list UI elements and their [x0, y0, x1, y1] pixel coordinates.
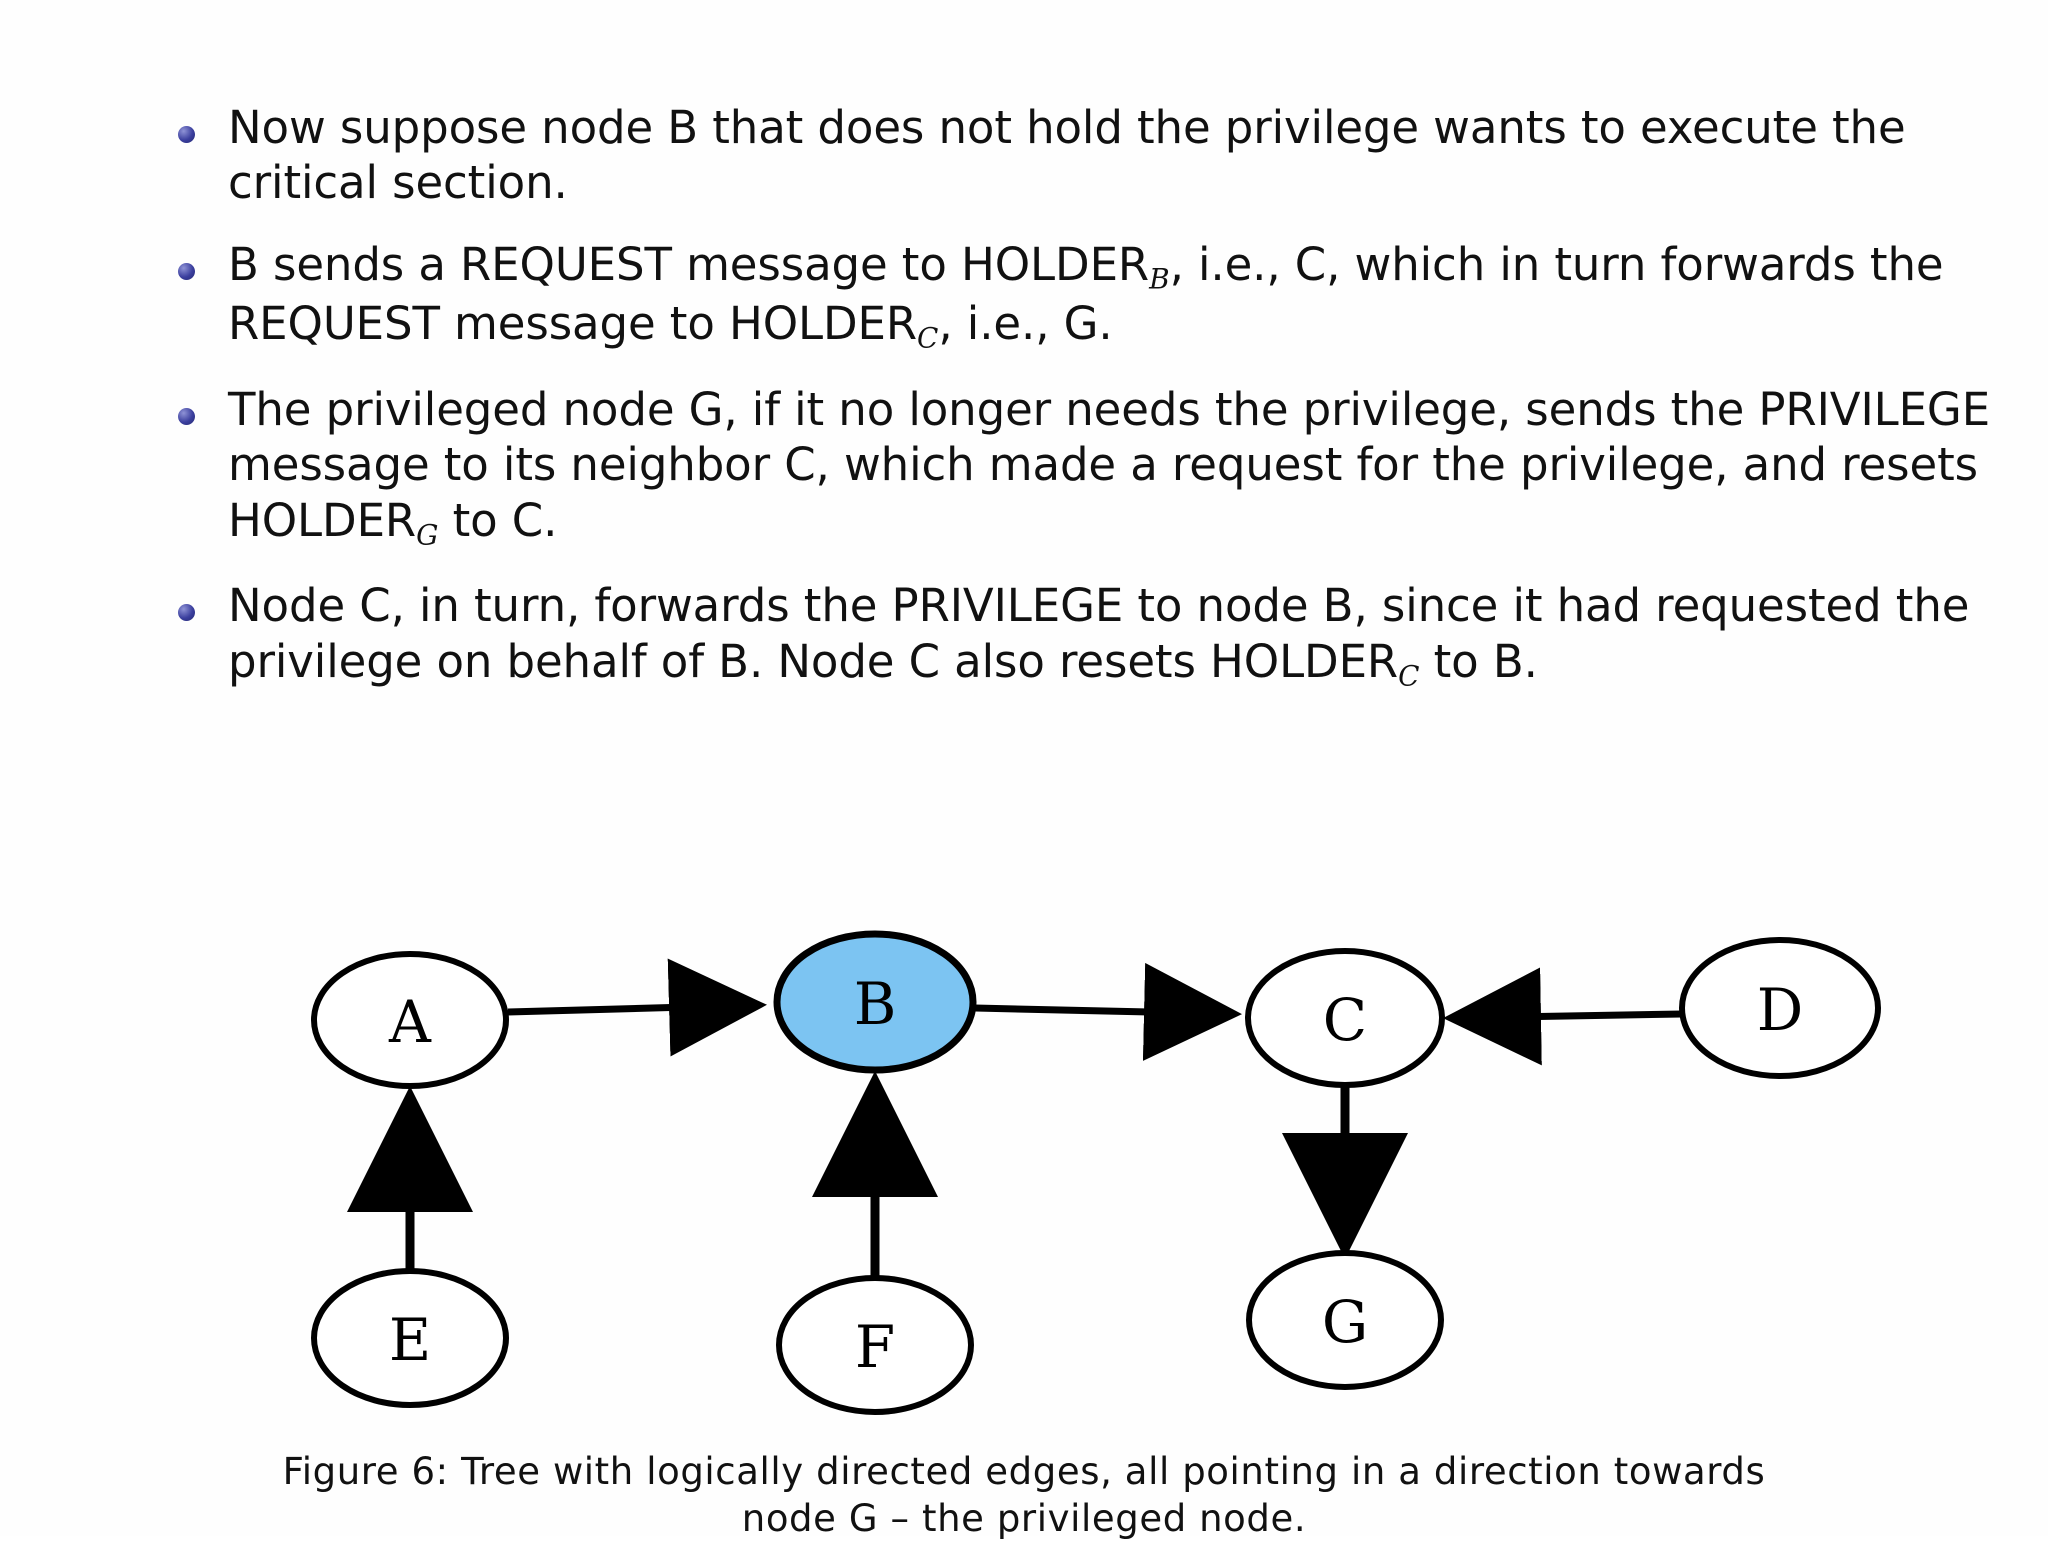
edge-b-to-c — [974, 962, 1242, 1061]
subscript-holder-c: C — [1398, 659, 1420, 693]
bullet-segment: Node C, in turn, forwards the PRIVILEGE … — [228, 579, 1970, 688]
node-d[interactable]: D — [1679, 937, 1881, 1079]
bullet-point-icon — [178, 262, 195, 280]
figure-caption-line-1: Figure 6: Tree with logically directed e… — [282, 1450, 1766, 1493]
bullet-point-icon — [178, 604, 195, 622]
node-f-label: F — [855, 1313, 895, 1381]
node-e[interactable]: E — [311, 1268, 509, 1408]
list-item: Node C, in turn, forwards the PRIVILEGE … — [170, 578, 2040, 693]
node-c-label: C — [1323, 986, 1367, 1054]
node-a-label: A — [388, 988, 432, 1056]
node-group: A B C D E — [311, 930, 1881, 1415]
bullet-segment: , i.e., C, which in turn forwards the RE… — [228, 237, 1944, 351]
node-f[interactable]: F — [776, 1275, 974, 1415]
list-item: Now suppose node B that does not hold th… — [170, 100, 2040, 211]
node-e-label: E — [389, 1306, 431, 1374]
bullet-text: Node C, in turn, forwards the PRIVILEGE … — [228, 578, 2040, 693]
node-c[interactable]: C — [1245, 948, 1445, 1088]
bullet-segment: , i.e., G. — [938, 297, 1113, 351]
node-g-ellipse — [1246, 1250, 1444, 1390]
node-g-label: G — [1322, 1288, 1368, 1356]
node-d-ellipse — [1679, 937, 1881, 1079]
bullet-segment: B sends a REQUEST message to HOLDER — [228, 237, 1150, 291]
node-b-ellipse — [773, 930, 977, 1074]
bullet-point-icon — [178, 126, 195, 143]
node-f-ellipse — [776, 1275, 974, 1415]
figure-caption: Figure 6: Tree with logically directed e… — [120, 1448, 1928, 1543]
node-a-ellipse — [311, 951, 509, 1089]
node-a[interactable]: A — [311, 951, 509, 1089]
node-g[interactable]: G — [1246, 1250, 1444, 1390]
node-b-label: B — [854, 970, 897, 1038]
subscript-holder-b: B — [1149, 262, 1170, 296]
figure-caption-line-2: node G – the privileged node. — [741, 1497, 1307, 1541]
bullet-text: B sends a REQUEST message to HOLDERB, i.… — [228, 237, 2040, 356]
bullet-segment: to C. — [438, 493, 558, 547]
tree-diagram: A B C D E — [0, 890, 2048, 1450]
bullet-segment: Now suppose node B that does not hold th… — [228, 101, 1906, 210]
list-item: B sends a REQUEST message to HOLDERB, i.… — [170, 237, 2040, 356]
bullet-text: Now suppose node B that does not hold th… — [228, 100, 2040, 211]
bullet-segment: to B. — [1419, 634, 1538, 688]
node-b[interactable]: B — [773, 930, 977, 1074]
edge-group — [347, 958, 1683, 1278]
bullet-point-icon — [178, 408, 195, 426]
node-d-label: D — [1757, 976, 1804, 1044]
list-item: The privileged node G, if it no longer n… — [170, 382, 2040, 552]
subscript-holder-g: G — [416, 518, 439, 552]
bullet-text: The privileged node G, if it no longer n… — [228, 382, 2040, 552]
node-e-ellipse — [311, 1268, 509, 1408]
edge-d-to-c — [1443, 967, 1683, 1066]
node-c-ellipse — [1245, 948, 1445, 1088]
subscript-holder-c: C — [917, 321, 939, 355]
bullet-segment: The privileged node G, if it no longer n… — [228, 383, 1991, 547]
edge-a-to-b — [507, 958, 767, 1057]
bullet-list: Now suppose node B that does not hold th… — [170, 100, 2040, 719]
